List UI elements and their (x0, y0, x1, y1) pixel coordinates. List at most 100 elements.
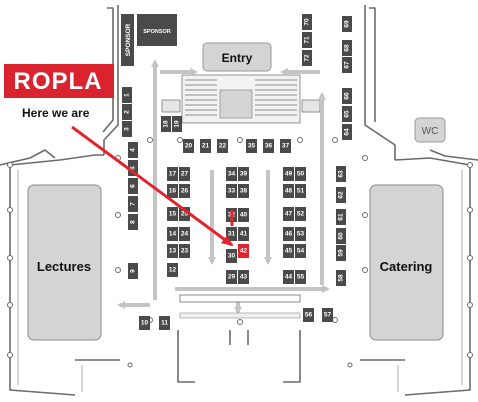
booth-43: 43 (238, 270, 249, 284)
booth-38: 38 (238, 184, 249, 198)
booth-19-label: 19 (174, 120, 181, 128)
booth-41-label: 41 (240, 231, 248, 238)
booth-57: 57 (322, 308, 333, 322)
booth-15-box (167, 207, 178, 221)
booth-54-box (295, 244, 306, 258)
booth-62-label: 62 (338, 191, 345, 199)
booth-10-box (139, 316, 150, 330)
booth-68: 68 (342, 40, 352, 56)
booth-1: 1 (122, 87, 132, 103)
entry-label: Entry (222, 51, 253, 65)
booth-51-box (295, 184, 306, 198)
booth-7-label: 7 (130, 202, 137, 206)
booth-30: 30 (226, 249, 237, 263)
booth-58: 58 (336, 270, 346, 286)
booth-2: 2 (122, 104, 132, 120)
booth-20: 20 (183, 139, 194, 153)
booth-34-label: 34 (228, 171, 236, 178)
booth-60: 60 (336, 228, 346, 244)
booth-16-box (167, 184, 178, 198)
booth-17-box (167, 167, 178, 181)
booth-69-box (342, 16, 352, 32)
booth-24: 24 (179, 227, 190, 241)
booth-62: 62 (336, 187, 346, 203)
booth-11-box (159, 316, 170, 330)
booth-61-label: 61 (338, 213, 345, 221)
booth-46: 46 (283, 227, 294, 241)
booth-29-box (226, 270, 237, 284)
booth-50-box (295, 167, 306, 181)
booth-27: 27 (179, 167, 190, 181)
booth-51-label: 51 (297, 188, 305, 195)
booth-18-box (161, 116, 171, 132)
booth-13: 13 (167, 244, 178, 258)
booth-9-box (128, 263, 138, 279)
booth-52-box (295, 207, 306, 221)
booth-64-label: 64 (344, 128, 351, 136)
booth-48-box (283, 184, 294, 198)
booth-58-box (336, 270, 346, 286)
booth-66-label: 66 (344, 92, 351, 100)
booth-14-box (167, 227, 178, 241)
booth-40-label: 40 (240, 212, 248, 219)
booth-10-label: 10 (141, 320, 149, 327)
booth-54-label: 54 (297, 248, 305, 255)
booth-68-label: 68 (344, 44, 351, 52)
booth-59-box (336, 245, 346, 261)
booth-36-box (263, 139, 274, 153)
booth-72: 72 (302, 50, 312, 66)
booth-50: 50 (295, 167, 306, 181)
building-walls (0, 5, 478, 396)
booth-31-label: 31 (228, 231, 236, 238)
booth-45-label: 45 (285, 248, 293, 255)
booth-66-box (342, 88, 352, 104)
booth-60-box (336, 228, 346, 244)
booth-7-box (128, 196, 138, 212)
booth-42-label: 42 (240, 248, 248, 255)
booth-70: 70 (302, 14, 312, 30)
booth-53-box (295, 227, 306, 241)
booth-44-label: 44 (285, 274, 293, 281)
booth-20-box (183, 139, 194, 153)
booth-10: 10 (139, 316, 150, 330)
booth-41-box (238, 227, 249, 241)
booth-44-box (283, 270, 294, 284)
booth-58-label: 58 (338, 274, 345, 282)
booth-6: 6 (128, 178, 138, 194)
booth-55-label: 55 (297, 274, 305, 281)
booth-49: 49 (283, 167, 294, 181)
booth-9: 9 (128, 263, 138, 279)
booth-56-label: 56 (305, 312, 313, 319)
booth-65-label: 65 (344, 110, 351, 118)
booth-47-label: 47 (285, 211, 293, 218)
booth-4-label: 4 (130, 148, 137, 152)
booth-67-label: 67 (344, 61, 351, 69)
booth-8-label: 8 (130, 220, 137, 224)
booth-1-box (122, 87, 132, 103)
booth-63-box (336, 166, 346, 182)
booth-12: 12 (167, 263, 178, 277)
booth-27-box (179, 167, 190, 181)
booth-40-box (238, 208, 249, 222)
booth-64-box (342, 124, 352, 140)
booth-31-box (226, 227, 237, 241)
booth-4-box (128, 142, 138, 158)
booth-49-label: 49 (285, 171, 293, 178)
booth-25-box (179, 207, 190, 221)
booth-39-label: 39 (240, 171, 248, 178)
booth-8: 8 (128, 214, 138, 230)
wall-details (17, 170, 463, 392)
booth-3: 3 (122, 121, 132, 137)
booth-13-label: 13 (169, 248, 177, 255)
booth-6-label: 6 (130, 184, 137, 188)
booth-62-box (336, 187, 346, 203)
booth-35: 35 (246, 139, 257, 153)
wc-label: WC (422, 126, 439, 137)
booth-39-box (238, 167, 249, 181)
booth-52: 52 (295, 207, 306, 221)
booth-36-label: 36 (265, 143, 273, 150)
booth-23-box (179, 244, 190, 258)
booth-7: 7 (128, 196, 138, 212)
catering-label: Catering (380, 259, 433, 274)
booth-15: 15 (167, 207, 178, 221)
